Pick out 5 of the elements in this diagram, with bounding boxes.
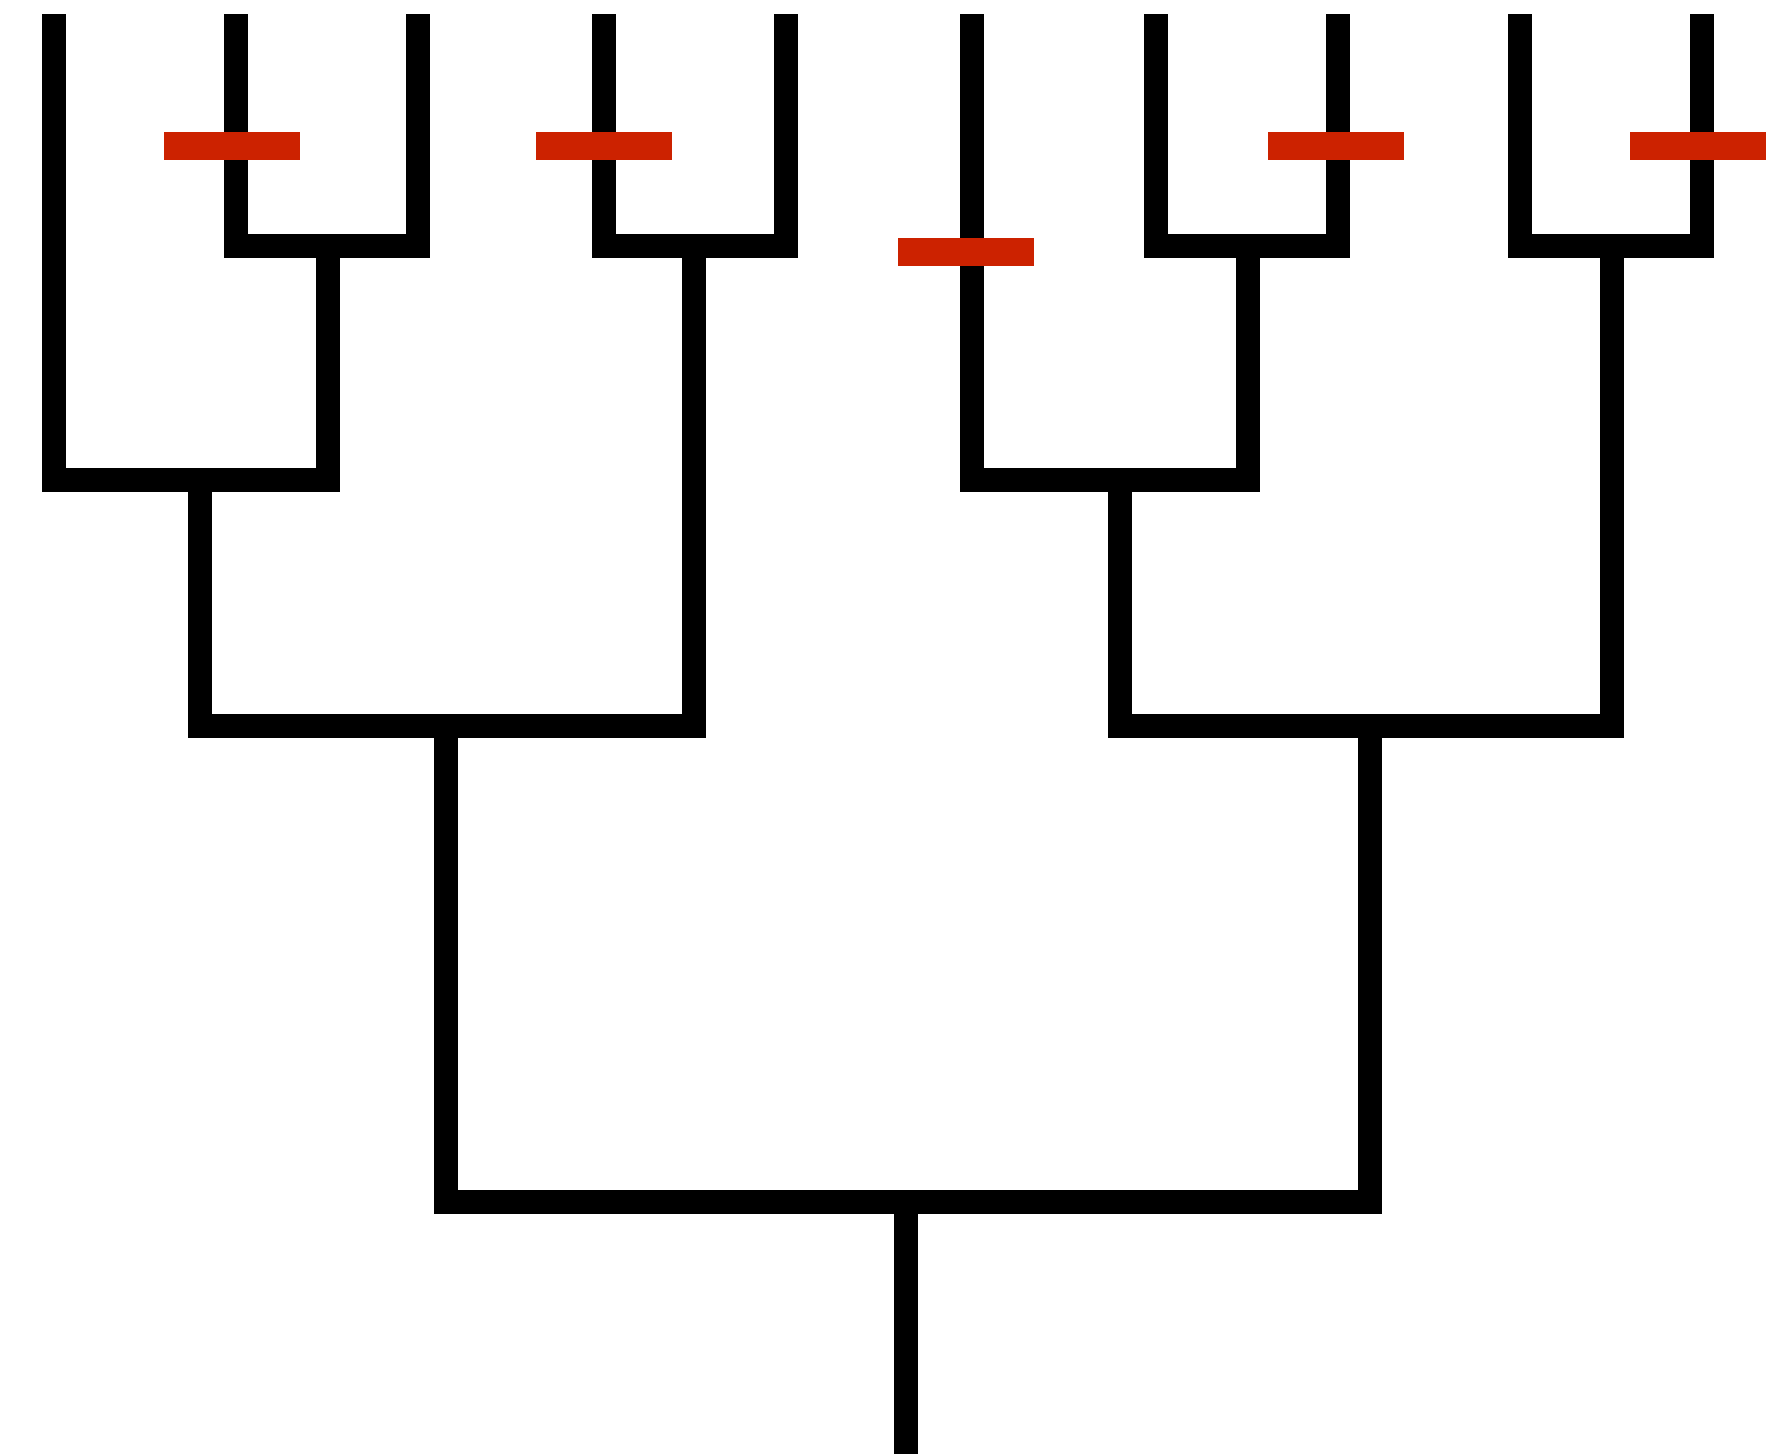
trait-marker <box>1630 132 1766 160</box>
trait-marker <box>1268 132 1404 160</box>
trait-marker <box>898 238 1034 266</box>
trait-marker <box>164 132 300 160</box>
trait-marker <box>536 132 672 160</box>
